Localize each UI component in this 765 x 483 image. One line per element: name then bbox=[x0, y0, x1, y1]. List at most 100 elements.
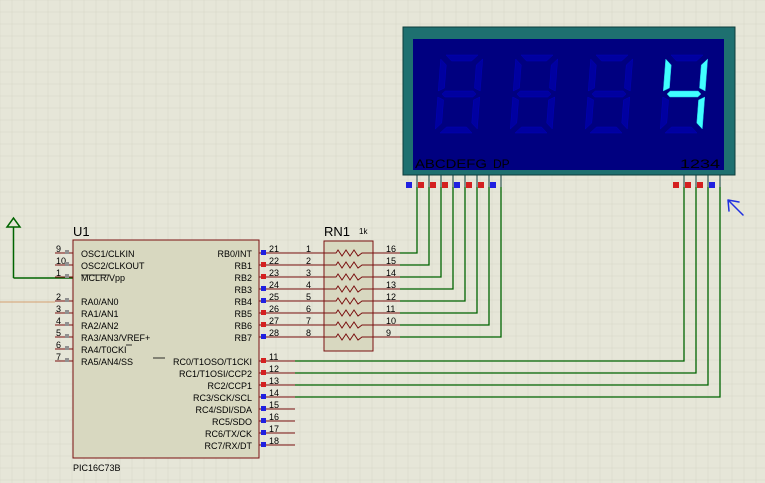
rn1-pin-number-right: 12 bbox=[386, 292, 396, 302]
u1-pin-number: 4 bbox=[56, 316, 61, 326]
rn1-pin-number-right: 10 bbox=[386, 316, 396, 326]
segment-unlit bbox=[549, 58, 558, 92]
display-pin-marker bbox=[673, 182, 679, 188]
u1-pin-number: 11 bbox=[269, 352, 278, 362]
u1-pin-marker bbox=[261, 298, 266, 303]
segment-unlit bbox=[585, 96, 594, 130]
seven-segment-display[interactable]: ABCDEFG DP 1234 bbox=[402, 26, 736, 188]
display-pin-marker bbox=[709, 182, 715, 188]
rn1-resistor-zigzag bbox=[332, 249, 366, 257]
u1-pin-number: 28 bbox=[269, 328, 279, 338]
u1-pin-marker bbox=[261, 370, 266, 375]
segment-unlit bbox=[514, 126, 548, 134]
u1-pin-marker bbox=[261, 322, 266, 327]
u1-pin-label: RC7/RX/DT bbox=[204, 441, 252, 451]
segment-unlit bbox=[664, 126, 698, 134]
u1-pin-number: 15 bbox=[269, 400, 279, 410]
segment-unlit bbox=[510, 96, 519, 130]
rn1-pin-number-left: 5 bbox=[306, 292, 311, 302]
u1-pin-marker bbox=[65, 250, 69, 254]
segment-unlit bbox=[591, 90, 627, 98]
u1-pin-label: RA1/AN1 bbox=[81, 309, 119, 319]
rn1-resistor-zigzag bbox=[332, 273, 366, 281]
rn1-pin-number-left: 7 bbox=[306, 316, 311, 326]
u1-pin-number: 13 bbox=[269, 376, 279, 386]
u1-pin-marker bbox=[261, 406, 266, 411]
u1-pin-number: 6 bbox=[56, 340, 61, 350]
segment-wire bbox=[400, 187, 442, 278]
u1-pin-number: 3 bbox=[56, 304, 61, 314]
u1-pin-label: RA3/AN3/VREF+ bbox=[81, 333, 150, 343]
display-pin-marker bbox=[454, 182, 460, 188]
u1-part-label: PIC16C73B bbox=[73, 463, 121, 473]
rn1-ref-label: RN1 bbox=[324, 224, 350, 239]
rn1-resistor-zigzag bbox=[332, 333, 366, 341]
digit-wire bbox=[295, 187, 685, 362]
u1-pin-number: 22 bbox=[269, 256, 279, 266]
u1-pin-label: RA2/AN2 bbox=[81, 321, 119, 331]
u1-pin-number: 1 bbox=[56, 268, 61, 278]
u1-body bbox=[72, 239, 260, 459]
u1-pin-marker bbox=[261, 382, 266, 387]
u1-pin-label: RA0/AN0 bbox=[81, 297, 119, 307]
u1-pin-label: RB4 bbox=[234, 297, 252, 307]
u1-pin-label: OSC2/CLKOUT bbox=[81, 261, 145, 271]
segment-unlit bbox=[587, 58, 597, 92]
u1-pin-marker bbox=[261, 286, 266, 291]
rn1-pin-number-right: 16 bbox=[386, 244, 396, 254]
u1-pin-number: 23 bbox=[269, 268, 279, 278]
segment-unlit bbox=[471, 96, 481, 130]
rn1-resistor-zigzag bbox=[332, 321, 366, 329]
arrow-cursor-icon bbox=[727, 199, 744, 216]
rn1-pin-number-left: 8 bbox=[306, 328, 311, 338]
u1-pin-marker bbox=[261, 394, 266, 399]
display-pins bbox=[406, 175, 721, 188]
display-pin-marker bbox=[697, 182, 703, 188]
u1-pin-marker bbox=[261, 442, 266, 447]
segment-unlit bbox=[621, 96, 631, 130]
u1-pin-marker bbox=[65, 298, 69, 302]
segment-unlit bbox=[516, 90, 552, 98]
display-pin-marker bbox=[442, 182, 448, 188]
power-terminal[interactable] bbox=[5, 216, 73, 279]
dp-label: DP bbox=[493, 157, 510, 171]
rn1-pin-number-right: 13 bbox=[386, 280, 396, 290]
rn1-pin-number-right: 11 bbox=[386, 304, 395, 314]
rn1-resistor-zigzag bbox=[332, 309, 366, 317]
u1-pin-label: RA5/AN4/SS bbox=[81, 357, 133, 367]
segment-wire bbox=[400, 187, 454, 290]
segment-unlit bbox=[441, 90, 477, 98]
display-digits bbox=[435, 54, 708, 134]
rn1-resistor-zigzag bbox=[332, 297, 366, 305]
u1-pin-number: 7 bbox=[56, 352, 61, 362]
display-pin-marker bbox=[685, 182, 691, 188]
u1-pin-marker bbox=[65, 358, 69, 362]
u1-pin-label: RB2 bbox=[234, 273, 252, 283]
u1-pin-label: RB5 bbox=[234, 309, 252, 319]
rn1-pin-number-left: 4 bbox=[306, 280, 311, 290]
segment-lit bbox=[666, 90, 702, 98]
u1-pin-label: RC6/TX/CK bbox=[205, 429, 252, 439]
u1-pin-marker bbox=[65, 334, 69, 338]
segment-labels: ABCDEFG bbox=[415, 157, 487, 171]
u1-pin-marker bbox=[261, 310, 266, 315]
u1-pin-marker bbox=[65, 346, 69, 350]
segment-unlit bbox=[520, 54, 554, 62]
rn1-pin-number-left: 6 bbox=[306, 304, 311, 314]
wires bbox=[295, 187, 721, 398]
u1-pin-number: 5 bbox=[56, 328, 61, 338]
rn1-pin-number-right: 14 bbox=[386, 268, 396, 278]
u1-pin-number: 25 bbox=[269, 292, 279, 302]
display-pin-marker bbox=[478, 182, 484, 188]
rn1-resistor-zigzag bbox=[332, 261, 366, 269]
u1-pin-marker bbox=[65, 322, 69, 326]
u1-pin-number: 27 bbox=[269, 316, 279, 326]
u1-pin-label: RC3/SCK/SCL bbox=[193, 393, 252, 403]
u1-pin-label: MCLR/Vpp bbox=[81, 273, 125, 283]
power-terminal-arrow bbox=[5, 216, 22, 228]
u1-pin-label: RB6 bbox=[234, 321, 252, 331]
